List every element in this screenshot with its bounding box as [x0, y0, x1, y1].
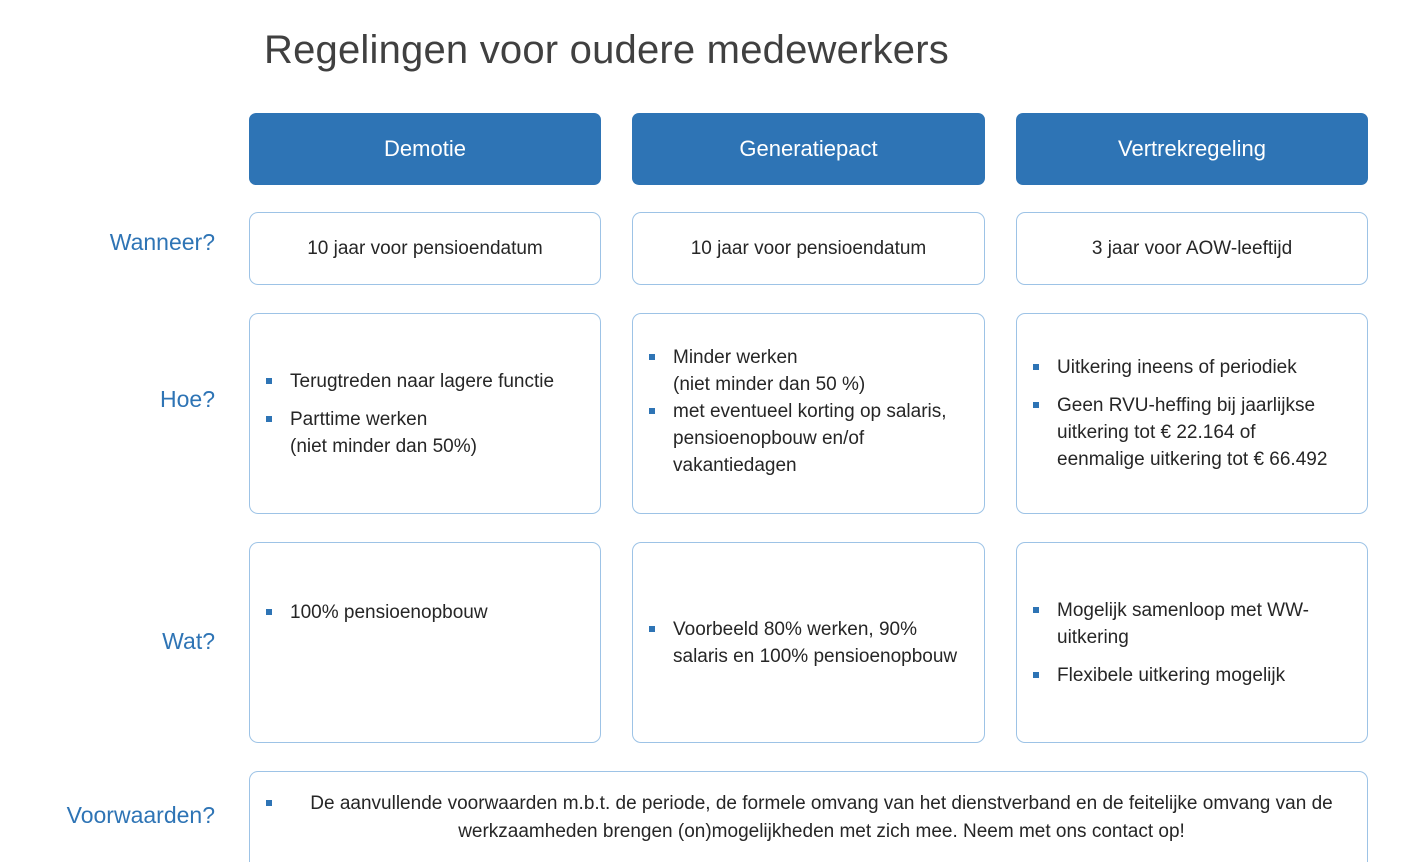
cell-hoe-demotie: Terugtreden naar lagere functie Parttime… — [249, 313, 601, 514]
bullet-list: Voorbeeld 80% werken, 90% salaris en 100… — [649, 616, 970, 670]
bullet-list: Mogelijk samenloop met WW-uitkering Flex… — [1033, 597, 1353, 689]
cell-wat-generatiepact: Voorbeeld 80% werken, 90% salaris en 100… — [632, 542, 985, 743]
column-header-demotie: Demotie — [249, 113, 601, 185]
bullet-icon — [649, 354, 655, 360]
cell-wanneer-vertrekregeling: 3 jaar voor AOW-leeftijd — [1016, 212, 1368, 285]
list-item: Terugtreden naar lagere functie — [266, 368, 554, 395]
list-item: Uitkering ineens of periodiek — [1033, 354, 1345, 381]
cell-hoe-vertrekregeling: Uitkering ineens of periodiek Geen RVU-h… — [1016, 313, 1368, 514]
cell-wanneer-demotie: 10 jaar voor pensioendatum — [249, 212, 601, 285]
list-item: Voorbeeld 80% werken, 90% salaris en 100… — [649, 616, 970, 670]
row-label-voorwaarden: Voorwaarden? — [66, 802, 215, 828]
bullet-icon — [1033, 364, 1039, 370]
cell-text: 10 jaar voor pensioendatum — [690, 238, 927, 259]
voorwaarden-text: De aanvullende voorwaarden m.b.t. de per… — [310, 793, 1333, 842]
list-item: Parttime werken (niet minder dan 50%) — [266, 406, 554, 460]
row-label-wat: Wat? — [162, 628, 215, 654]
list-item: Mogelijk samenloop met WW-uitkering — [1033, 597, 1353, 651]
bullet-icon — [1033, 606, 1039, 613]
cell-hoe-generatiepact: Minder werken (niet minder dan 50 %) met… — [632, 313, 985, 514]
list-item: 100% pensioenopbouw — [266, 599, 488, 626]
list-item: Geen RVU-heffing bij jaarlijkse uitkerin… — [1033, 392, 1345, 473]
cell-wat-demotie: 100% pensioenopbouw — [249, 542, 601, 743]
bullet-icon — [1033, 402, 1039, 408]
bullet-icon — [266, 609, 272, 615]
cell-voorwaarden: De aanvullende voorwaarden m.b.t. de per… — [249, 771, 1368, 862]
page-title: Regelingen voor oudere medewerkers — [264, 28, 949, 72]
bullet-icon — [1033, 671, 1039, 678]
bullet-icon — [649, 625, 655, 632]
cell-wanneer-generatiepact: 10 jaar voor pensioendatum — [632, 212, 985, 285]
cell-text: 3 jaar voor AOW-leeftijd — [1091, 238, 1293, 259]
bullet-icon — [266, 377, 272, 384]
bullet-icon — [649, 408, 655, 414]
cell-text: 10 jaar voor pensioendatum — [307, 238, 543, 259]
row-label-wanneer: Wanneer? — [109, 229, 215, 255]
bullet-list: Terugtreden naar lagere functie Parttime… — [266, 368, 554, 460]
list-item: met eventueel korting op salaris, pensio… — [649, 398, 970, 479]
column-header-vertrekregeling: Vertrekregeling — [1016, 113, 1368, 185]
list-item: Minder werken (niet minder dan 50 %) — [649, 344, 970, 398]
list-item: Flexibele uitkering mogelijk — [1033, 662, 1353, 689]
row-label-hoe: Hoe? — [160, 386, 215, 412]
bullet-list: 100% pensioenopbouw — [266, 599, 488, 626]
column-header-generatiepact: Generatiepact — [632, 113, 985, 185]
cell-wat-vertrekregeling: Mogelijk samenloop met WW-uitkering Flex… — [1016, 542, 1368, 743]
bullet-icon — [266, 415, 272, 422]
bullet-list: Uitkering ineens of periodiek Geen RVU-h… — [1033, 354, 1353, 473]
bullet-list: Minder werken (niet minder dan 50 %) met… — [649, 344, 970, 479]
bullet-icon — [266, 800, 272, 806]
